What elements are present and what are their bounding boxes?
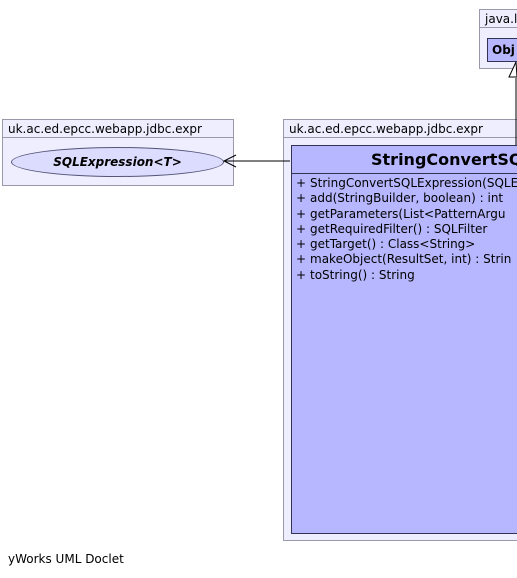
method-item: +getParameters(List<PatternArgu <box>296 207 517 222</box>
method-signature: add(StringBuilder, boolean) : int <box>310 191 504 206</box>
interface-name: SQLExpression<T> <box>53 155 182 169</box>
method-visibility: + <box>296 252 307 267</box>
package-label: java.l <box>480 10 517 28</box>
interface-sqlexpression[interactable]: SQLExpression<T> <box>11 147 224 177</box>
method-signature: StringConvertSQLExpression(SQLE <box>310 176 517 190</box>
method-visibility: + <box>296 267 307 282</box>
package-label: uk.ac.ed.epcc.webapp.jdbc.expr <box>284 120 517 138</box>
method-signature: getTarget() : Class<String> <box>310 237 476 252</box>
method-signature: makeObject(ResultSet, int) : Strin <box>310 252 512 267</box>
method-signature: getParameters(List<PatternArgu <box>310 206 506 221</box>
method-signature: getRequiredFilter() : SQLFilter <box>310 221 488 236</box>
method-item: +StringConvertSQLExpression(SQLE <box>296 176 517 191</box>
method-signature: toString() : String <box>310 267 415 282</box>
package-label: uk.ac.ed.epcc.webapp.jdbc.expr <box>3 120 233 138</box>
method-visibility: + <box>296 191 307 206</box>
package-expr-interface: uk.ac.ed.epcc.webapp.jdbc.expr SQLExpres… <box>2 119 234 186</box>
method-visibility: + <box>296 206 307 221</box>
footer-credit: yWorks UML Doclet <box>8 552 124 566</box>
class-object[interactable]: Obj <box>487 38 517 62</box>
method-item: +getRequiredFilter() : SQLFilter <box>296 222 517 237</box>
implements-arrowhead <box>222 154 237 168</box>
class-name: StringConvertSQ <box>292 146 517 174</box>
extends-arrowhead <box>508 61 517 78</box>
method-item: +getTarget() : Class<String> <box>296 237 517 252</box>
class-stringconvertsqlexpression[interactable]: StringConvertSQ +StringConvertSQLExpress… <box>291 145 517 534</box>
method-visibility: + <box>296 237 307 252</box>
package-java-lang: java.l Obj <box>479 9 517 69</box>
class-object-name: Obj <box>492 43 515 57</box>
method-item: +add(StringBuilder, boolean) : int <box>296 191 517 206</box>
method-item: +toString() : String <box>296 268 517 283</box>
method-list: +StringConvertSQLExpression(SQLE+add(Str… <box>292 176 517 283</box>
method-visibility: + <box>296 176 307 190</box>
method-visibility: + <box>296 221 307 236</box>
method-item: +makeObject(ResultSet, int) : Strin <box>296 252 517 267</box>
package-expr-class: uk.ac.ed.epcc.webapp.jdbc.expr StringCon… <box>283 119 517 541</box>
